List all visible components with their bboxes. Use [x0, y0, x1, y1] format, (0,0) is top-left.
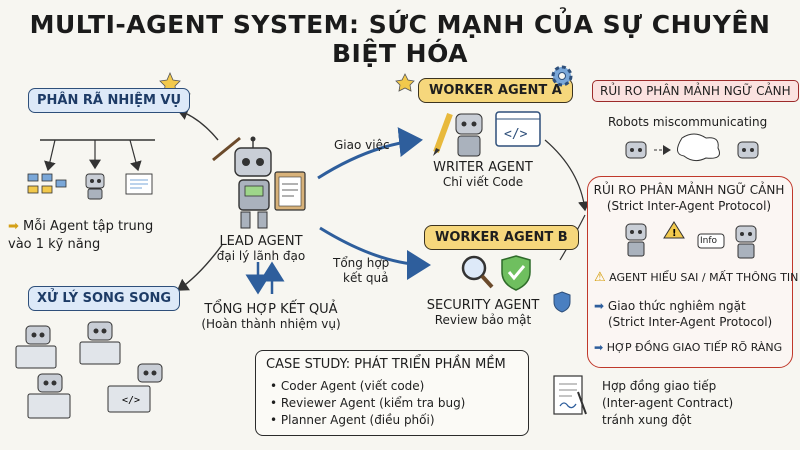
- svg-text:</>: </>: [122, 395, 140, 406]
- writer-agent-label: WRITER AGENT Chỉ viết Code: [418, 160, 548, 189]
- list-item: • Reviewer Agent (kiểm tra bug): [270, 396, 466, 410]
- collect-arrow: [319, 226, 431, 280]
- arrow-right-icon: ➡: [594, 341, 604, 354]
- mini-robot-icon: [85, 173, 105, 200]
- list-item: • Planner Agent (điều phối): [270, 413, 435, 427]
- lead-agent-label: LEAD AGENT đại lý lãnh đạo: [196, 234, 326, 263]
- aggregate-title: TỔNG HỢP KẾT QUẢ: [204, 302, 338, 317]
- warning-icon: !: [663, 221, 685, 239]
- security-agent-name: SECURITY AGENT: [426, 298, 540, 313]
- security-agent-illustration: [461, 255, 531, 291]
- assign-work-label: Giao việc: [334, 138, 390, 152]
- pencil-icon: [433, 112, 453, 156]
- risk-link-arrow: [544, 139, 590, 212]
- gear-icon: [551, 65, 573, 87]
- lead-agent-subtitle: đại lý lãnh đạo: [216, 249, 306, 263]
- risk-box: [587, 176, 793, 368]
- decompose-task-label: PHÂN RÃ NHIỆM VỤ: [28, 88, 191, 113]
- parallel-robots-illustration: </>: [15, 321, 163, 419]
- miscommunication-caption: Robots miscommunicating: [608, 115, 768, 129]
- robot-at-laptop-icon: </>: [107, 363, 163, 413]
- case-study-title: CASE STUDY: PHÁT TRIỂN PHẦN MỀM: [266, 357, 506, 372]
- contract-note: Hợp đồng giao tiếp (Inter-agent Contract…: [602, 379, 734, 427]
- assign-arrow: [317, 127, 423, 180]
- clipboard-icon: [274, 171, 306, 211]
- shield-icon: [553, 291, 571, 313]
- lead-agent-robot-icon: [212, 136, 306, 229]
- parallel-processing-label: XỬ LÝ SONG SONG: [28, 286, 181, 311]
- writer-agent-illustration: </>: [433, 111, 541, 157]
- task-breakdown-icons: [27, 173, 153, 200]
- aggregate-subtitle: (Hoàn thành nhiệm vụ): [201, 317, 341, 331]
- svg-text:</>: </>: [504, 127, 528, 142]
- arrow-right-icon: ➡: [594, 299, 605, 313]
- aggregate-results: TỔNG HỢP KẾT QUẢ (Hoàn thành nhiệm vụ): [186, 302, 356, 331]
- arrow-right-icon: ➡: [8, 219, 19, 234]
- shield-check-icon: [501, 255, 531, 291]
- robot-icon: [737, 141, 759, 159]
- list-item: • Coder Agent (viết code): [270, 379, 425, 393]
- security-agent-label: SECURITY AGENT Review bảo mật: [418, 298, 548, 327]
- robot-icon: [735, 225, 757, 259]
- star-icon: [395, 73, 415, 92]
- document-icon: [125, 173, 153, 195]
- robot-at-laptop-icon: [79, 321, 121, 365]
- writer-agent-desc: Chỉ viết Code: [442, 175, 524, 189]
- code-window-icon: </>: [495, 111, 541, 147]
- contract-document-icon: [553, 375, 587, 415]
- robot-icon: [625, 223, 647, 257]
- page-title: MULTI-AGENT SYSTEM: SỨC MẠNH CỦA SỰ CHUY…: [29, 10, 771, 68]
- worker-agent-b-badge: WORKER AGENT B: [424, 225, 579, 250]
- robots-info-exchange-illustration: !: [625, 221, 757, 259]
- misunderstanding-warning: ⚠ AGENT HIỂU SAI / MẤT THÔNG TIN: [594, 270, 799, 285]
- speech-bubble-icon: [677, 133, 720, 162]
- robot-icon: [625, 141, 647, 159]
- collect-results-label: Tổng hợp kết quả: [333, 256, 390, 285]
- robot-at-laptop-icon: [15, 325, 57, 369]
- case-study-box: CASE STUDY: PHÁT TRIỂN PHẦN MỀM • Coder …: [255, 350, 529, 436]
- warning-icon: ⚠: [594, 270, 606, 285]
- strict-protocol-note: ➡ Giao thức nghiêm ngặt (Strict Inter-Ag…: [594, 299, 773, 329]
- worker-agent-a-badge: WORKER AGENT A: [418, 78, 573, 103]
- clear-contract-note: ➡ HỢP ĐỒNG GIAO TIẾP RÕ RÀNG: [594, 341, 783, 354]
- robot-at-laptop-icon: [27, 373, 71, 419]
- writer-agent-name: WRITER AGENT: [433, 160, 533, 175]
- focus-note: ➡ Mỗi Agent tập trung vào 1 kỹ năng: [8, 219, 154, 252]
- parallel-arrow: [176, 244, 223, 291]
- risk-header-label: RỦI RO PHÂN MẢNH NGỮ CẢNH: [592, 80, 799, 102]
- case-study-list: • Coder Agent (viết code) • Reviewer Age…: [270, 378, 465, 429]
- robot-icon: [455, 113, 483, 157]
- magnifier-icon: [461, 255, 494, 289]
- info-bubble: Info: [700, 236, 718, 246]
- lead-agent-name: LEAD AGENT: [219, 234, 303, 249]
- security-agent-desc: Review bảo mật: [434, 313, 532, 327]
- miscommunicating-robots-illustration: [625, 133, 759, 162]
- svg-text:!: !: [672, 228, 677, 239]
- risk-box-title: RỦI RO PHÂN MẢNH NGỮ CẢNH (Strict Inter-…: [593, 183, 785, 213]
- flowchart-icon: [27, 173, 67, 194]
